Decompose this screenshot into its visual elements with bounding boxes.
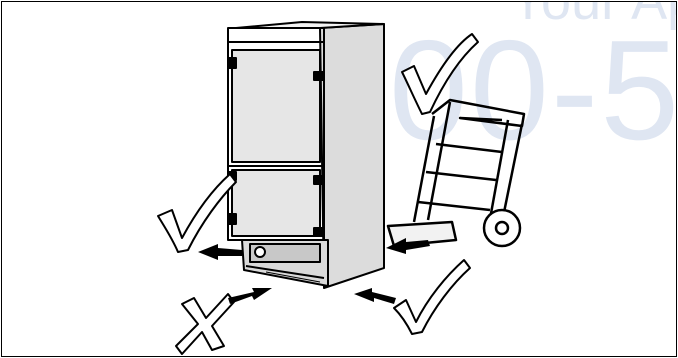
cross-mark-icon [176, 294, 234, 354]
refrigerator-icon [228, 22, 384, 288]
arrow-icon [354, 288, 396, 304]
check-mark-icon [158, 174, 236, 252]
arrow-icon [228, 288, 272, 304]
check-mark-icon [394, 260, 470, 334]
arrow-icon [198, 244, 242, 260]
hand-truck-icon [388, 100, 524, 246]
